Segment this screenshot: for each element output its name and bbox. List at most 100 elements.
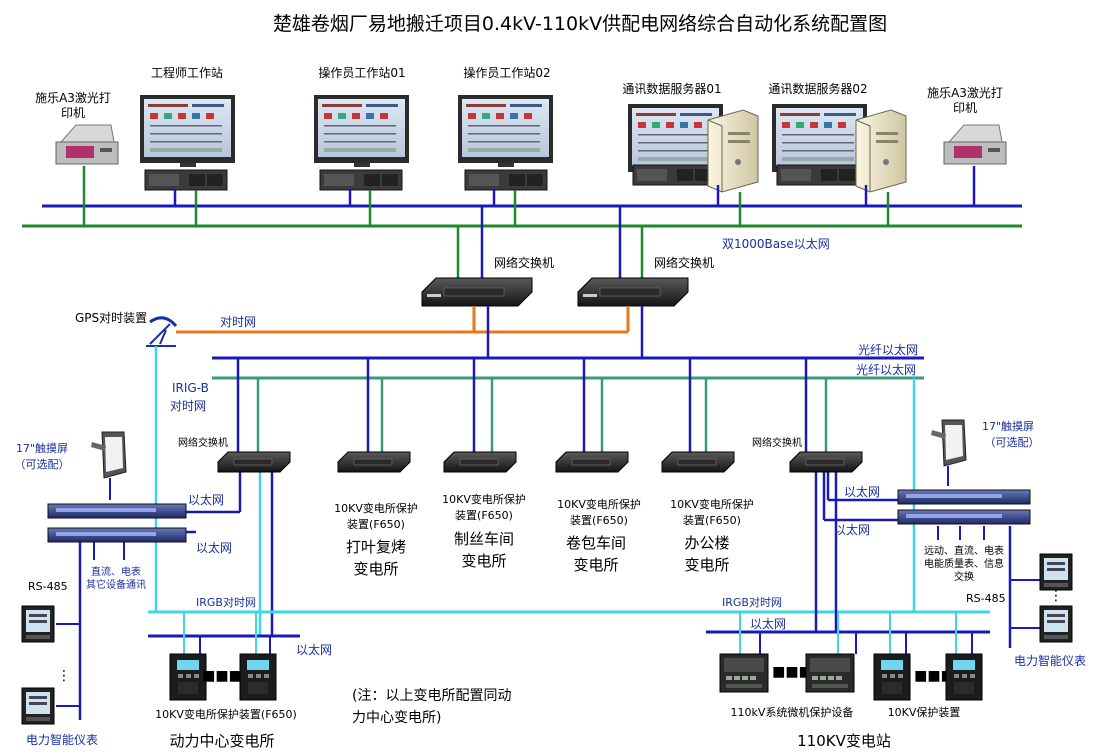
sub2-name2: 变电所	[461, 552, 506, 570]
left-dc-note-1: 直流、电表	[91, 565, 141, 578]
right-relay-2-icon	[945, 653, 983, 701]
right-touchscreen-icon	[930, 419, 967, 467]
right-eth3-label: 以太网	[750, 616, 786, 631]
left-meter-label: 电力智能仪表	[26, 732, 98, 747]
core-switch-b-label: 网络交换机	[654, 255, 714, 270]
right-meter-2-icon	[1039, 605, 1073, 643]
right-dev-a-label: 110kV系统微机保护设备	[731, 705, 854, 719]
right-meter-label: 电力智能仪表	[1014, 653, 1086, 668]
fiber-ethernet-bus	[212, 306, 924, 380]
printer-right-icon	[943, 124, 1007, 165]
irig-b-label-1: IRIG-B	[172, 381, 209, 395]
fiber-label-2: 光纤以太网	[856, 362, 916, 377]
substation-drops	[366, 358, 708, 452]
left-rs485-label: RS-485	[28, 580, 68, 593]
right-switch-label: 网络交换机	[752, 436, 802, 449]
core-switch-a-label: 网络交换机	[494, 255, 554, 270]
sub2-line1: 10KV变电所保护	[442, 492, 526, 506]
right-switch	[789, 451, 863, 473]
right-unit-dots: ■■■	[772, 664, 812, 680]
right-rack-units	[897, 489, 1031, 525]
engineer-workstation	[140, 95, 235, 191]
sub1-name1: 打叶复烤	[346, 538, 406, 556]
right-irgb-label: IRGB对时网	[722, 595, 782, 609]
core-switch-b	[577, 277, 689, 307]
left-meter-2-icon	[21, 687, 55, 725]
sub2-line2: 装置(F650)	[455, 509, 513, 522]
irig-b-label-2: 对时网	[170, 399, 206, 413]
left-device-label: 10KV变电所保护装置(F650)	[155, 707, 297, 721]
left-relay-dots: ■■■	[202, 668, 242, 684]
sub3-name1: 卷包车间	[566, 534, 626, 552]
left-meter-1-icon	[21, 605, 55, 643]
sub4-name2: 变电所	[684, 556, 729, 574]
right-touch-label-1: 17"触摸屏	[982, 419, 1034, 433]
right-rs485-label: RS-485	[966, 592, 1006, 605]
left-eth3-label: 以太网	[296, 642, 332, 657]
left-irgb-label: IRGB对时网	[196, 595, 256, 609]
left-touch-label-2: （可选配）	[15, 458, 70, 471]
gps-antenna-icon	[146, 316, 178, 347]
substation-switch-3	[555, 451, 629, 473]
right-protection-unit-1-icon	[719, 653, 769, 693]
operator-workstation-02	[458, 95, 553, 191]
operator-workstation-01	[314, 95, 409, 191]
core-switch-a	[421, 277, 533, 307]
timing-net-line	[176, 306, 630, 334]
left-touchscreen-icon	[90, 431, 127, 479]
right-station-lines	[706, 358, 1040, 654]
left-touch-label-1: 17"触摸屏	[16, 441, 68, 455]
printer-left-label-1: 施乐A3激光打	[35, 91, 111, 105]
left-meter-ellipsis: ⋮	[57, 668, 71, 684]
printer-right-label-2: 印机	[953, 101, 977, 115]
sub4-name1: 办公楼	[684, 534, 729, 552]
operator-ws2-label: 操作员工作站02	[463, 65, 550, 80]
sub3-line2: 装置(F650)	[570, 514, 628, 527]
engineer-ws-label: 工程师工作站	[151, 65, 223, 80]
left-station-name: 动力中心变电所	[169, 732, 274, 750]
note-line-1: (注：以上变电所配置同动	[352, 688, 511, 704]
right-protection-unit-2-icon	[805, 653, 855, 693]
right-comm-note-2: 电能质量表、信息	[924, 557, 1004, 570]
printer-left-icon	[55, 124, 119, 165]
printer-left-label-2: 印机	[61, 106, 85, 120]
right-relay-1-icon	[873, 653, 911, 701]
right-meter-1-icon	[1039, 553, 1073, 591]
printer-right-label-1: 施乐A3激光打	[927, 86, 1003, 100]
left-dc-note-2: 其它设备通讯	[86, 578, 146, 591]
gps-label: GPS对时装置	[75, 311, 147, 325]
right-meter-ellipsis: ⋮	[1049, 588, 1063, 604]
sub3-name2: 变电所	[573, 556, 618, 574]
sub1-line1: 10KV变电所保护	[334, 501, 418, 515]
right-comm-note-3: 交换	[954, 570, 974, 583]
right-eth1-label: 以太网	[844, 484, 880, 499]
left-station-lines	[56, 358, 990, 720]
right-touch-label-2: （可选配）	[985, 436, 1040, 449]
note-line-2: 力中心变电所)	[352, 710, 441, 726]
comm-server1-label: 通讯数据服务器01	[622, 81, 721, 96]
left-rack-units	[47, 503, 187, 543]
left-relay-2-icon	[239, 653, 277, 701]
substation-switch-2	[443, 451, 517, 473]
comm-server-01	[628, 104, 759, 193]
sub1-line2: 装置(F650)	[347, 518, 405, 531]
sub4-line1: 10KV变电所保护	[670, 497, 754, 511]
right-station-name: 110KV变电站	[797, 732, 891, 750]
sub4-line2: 装置(F650)	[683, 514, 741, 527]
substation-switch-1	[337, 451, 411, 473]
sub3-line1: 10KV变电所保护	[557, 497, 641, 511]
left-switch	[217, 451, 291, 473]
left-eth2-label: 以太网	[196, 540, 232, 555]
left-eth1-label: 以太网	[188, 492, 224, 507]
left-relay-1-icon	[169, 653, 207, 701]
timing-net-label: 对时网	[220, 315, 256, 329]
substation-switch-4	[661, 451, 735, 473]
fiber-label-1: 光纤以太网	[858, 342, 918, 357]
left-switch-label: 网络交换机	[178, 436, 228, 449]
comm-server2-label: 通讯数据服务器02	[768, 81, 867, 96]
dual-ethernet-label: 双1000Base以太网	[722, 236, 830, 251]
right-comm-note-1: 远动、直流、电表	[924, 544, 1004, 557]
operator-ws1-label: 操作员工作站01	[318, 65, 405, 80]
comm-server-02	[772, 104, 907, 193]
